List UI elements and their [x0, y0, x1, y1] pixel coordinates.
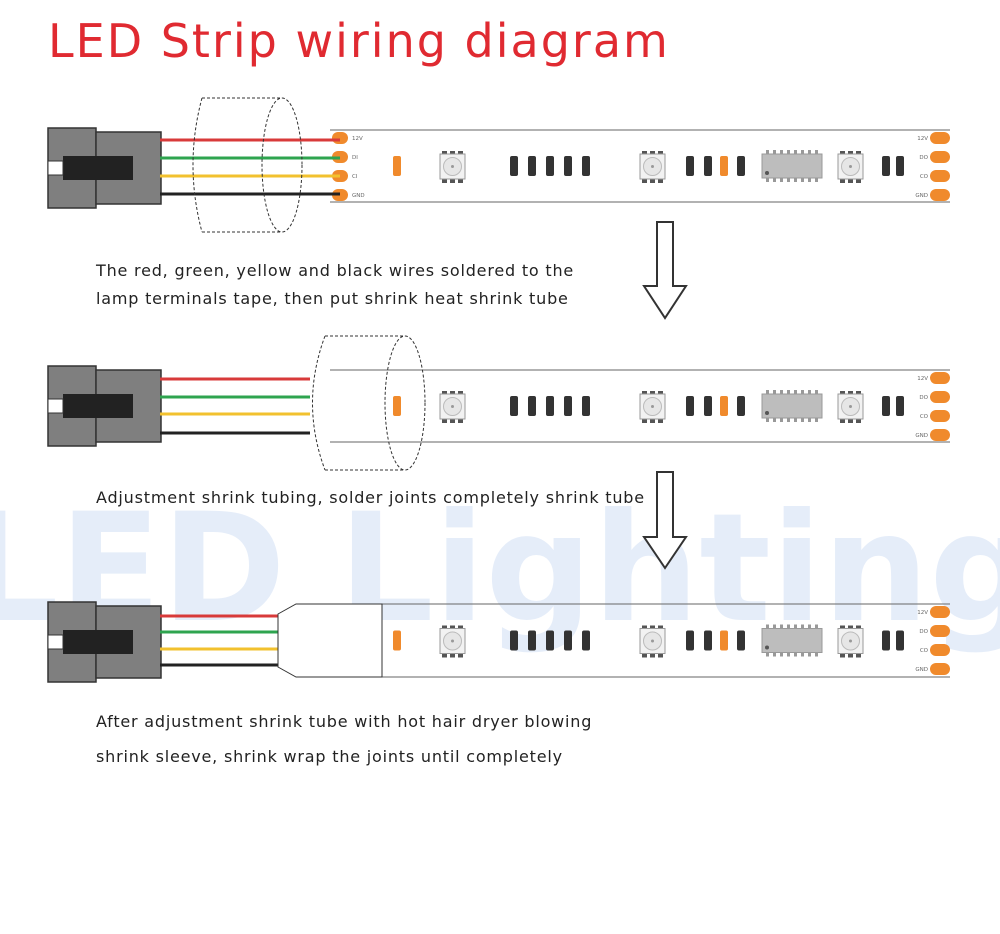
smd-component	[686, 156, 694, 176]
output-pad-label: DO	[919, 629, 928, 635]
step-2-caption-line-1: Adjustment shrink tubing, solder joints …	[96, 488, 645, 507]
output-pad	[930, 132, 950, 144]
connector-plug	[47, 601, 162, 683]
smd-component	[882, 156, 890, 176]
smd-component	[510, 630, 518, 651]
smd-component	[686, 396, 694, 416]
output-pad-label: GND	[915, 667, 928, 673]
diagram-title: LED Strip wiring diagram	[48, 14, 670, 68]
shrink-tube	[192, 97, 303, 233]
smd-component	[393, 630, 401, 651]
input-pad	[332, 132, 348, 144]
smd-component	[510, 156, 518, 176]
smd-component	[510, 396, 518, 416]
rgb-led-chip	[439, 151, 466, 183]
smd-component	[720, 156, 728, 176]
ic-chip	[761, 390, 823, 422]
output-pad-label: DO	[919, 155, 928, 161]
output-pad-label: CO	[920, 414, 929, 420]
output-pad-label: DO	[919, 395, 928, 401]
smd-component	[737, 630, 745, 651]
rgb-led-chip	[837, 151, 864, 183]
output-pad	[930, 625, 950, 637]
smd-component	[546, 156, 554, 176]
smd-component	[896, 630, 904, 651]
shrunk-tube	[277, 603, 383, 678]
smd-component	[737, 156, 745, 176]
smd-component	[704, 630, 712, 651]
smd-component	[393, 156, 401, 176]
input-pad-label: 12V	[352, 136, 363, 142]
smd-component	[582, 156, 590, 176]
smd-component	[896, 396, 904, 416]
smd-component	[528, 156, 536, 176]
smd-component	[686, 630, 694, 651]
connector-plug	[47, 127, 162, 209]
output-pad-label: 12V	[917, 610, 928, 616]
rgb-led-chip	[639, 151, 666, 183]
output-pad	[930, 391, 950, 403]
smd-component	[720, 630, 728, 651]
rgb-led-chip	[837, 391, 864, 423]
step-1-caption-line-2: lamp terminals tape, then put shrink hea…	[96, 289, 569, 308]
rgb-led-chip	[439, 391, 466, 423]
step-2-illustration: 12V DO CO GND	[47, 335, 950, 471]
watermark-text: LED Lighting	[0, 482, 1000, 656]
smd-component	[528, 396, 536, 416]
output-pad	[930, 410, 950, 422]
input-pad-label: GND	[352, 193, 365, 199]
output-pad-label: GND	[915, 433, 928, 439]
smd-component	[564, 156, 572, 176]
smd-component	[882, 396, 890, 416]
arrow-down-1	[642, 221, 688, 320]
smd-component	[564, 630, 572, 651]
rgb-led-chip	[639, 625, 666, 658]
rgb-led-chip	[439, 625, 466, 658]
smd-component	[564, 396, 572, 416]
smd-component	[582, 630, 590, 651]
step-3-illustration: 12V DO CO GND	[47, 601, 950, 683]
smd-component	[896, 156, 904, 176]
step-1-illustration: 12V DO CO GND 12V DI CI GND	[47, 97, 950, 233]
ic-chip	[761, 150, 823, 182]
shrink-tube	[312, 335, 426, 471]
smd-component	[546, 396, 554, 416]
output-pad-label: 12V	[917, 136, 928, 142]
input-pad-label: CI	[352, 174, 358, 180]
output-pad-label: CO	[920, 174, 929, 180]
arrow-down-2	[642, 471, 688, 570]
smd-component	[546, 630, 554, 651]
smd-component	[882, 630, 890, 651]
output-pad	[930, 151, 950, 163]
smd-component	[704, 156, 712, 176]
output-pad	[930, 429, 950, 441]
output-pad	[930, 189, 950, 201]
smd-component	[737, 396, 745, 416]
rgb-led-chip	[837, 625, 864, 658]
watermark: LED Lighting	[0, 482, 1000, 656]
input-pad-label: DI	[352, 155, 358, 161]
output-pad-label: CO	[920, 648, 929, 654]
step-1-caption-line-1: The red, green, yellow and black wires s…	[96, 261, 575, 280]
output-pad-label: GND	[915, 193, 928, 199]
step-3-caption-line-2: shrink sleeve, shrink wrap the joints un…	[96, 747, 563, 766]
output-pad-label: 12V	[917, 376, 928, 382]
smd-component	[393, 396, 401, 416]
output-pad	[930, 644, 950, 656]
connector-plug	[47, 365, 162, 447]
smd-component	[704, 396, 712, 416]
step-3-caption-line-1: After adjustment shrink tube with hot ha…	[96, 712, 593, 731]
output-pad	[930, 606, 950, 618]
rgb-led-chip	[639, 391, 666, 423]
ic-chip	[761, 624, 823, 657]
smd-component	[720, 396, 728, 416]
output-pad	[930, 170, 950, 182]
output-pad	[930, 663, 950, 675]
output-pad	[930, 372, 950, 384]
smd-component	[582, 396, 590, 416]
smd-component	[528, 630, 536, 651]
